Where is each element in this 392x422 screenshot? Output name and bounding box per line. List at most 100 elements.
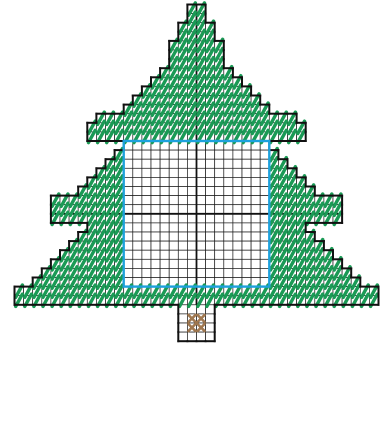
grid-cell: [260, 177, 269, 186]
grid-cell: [197, 214, 206, 223]
grid-cell: [206, 168, 215, 177]
grid-cell: [169, 196, 178, 205]
grid-cell: [242, 150, 251, 159]
grid-cell: [260, 241, 269, 250]
grid-cell: [197, 150, 206, 159]
grid-cell: [187, 196, 196, 205]
grid-cell: [197, 332, 206, 341]
grid-cell: [260, 159, 269, 168]
grid-cell: [242, 250, 251, 259]
grid-cell: [160, 150, 169, 159]
grid-cell: [124, 268, 133, 277]
grid-cell: [233, 214, 242, 223]
grid-cell: [224, 259, 233, 268]
grid-cell: [169, 232, 178, 241]
grid-cell: [169, 250, 178, 259]
grid-cell: [178, 223, 187, 232]
grid-cell: [260, 250, 269, 259]
grid-cell: [151, 196, 160, 205]
grid-cell: [133, 150, 142, 159]
grid-cell: [178, 168, 187, 177]
grid-cell: [187, 259, 196, 268]
grid-cell: [169, 150, 178, 159]
grid-cell: [197, 159, 206, 168]
grid-cell: [169, 259, 178, 268]
grid-cell: [206, 332, 215, 341]
grid-cell: [169, 205, 178, 214]
grid-cell: [242, 268, 251, 277]
grid-cell: [133, 232, 142, 241]
grid-cell: [215, 205, 224, 214]
grid-cell: [178, 268, 187, 277]
grid-cell: [242, 187, 251, 196]
grid-cell: [169, 268, 178, 277]
grid-cell: [233, 168, 242, 177]
grid-cell: [187, 187, 196, 196]
grid-cell: [224, 223, 233, 232]
grid-cell: [242, 223, 251, 232]
grid-cell: [124, 150, 133, 159]
grid-cell: [142, 223, 151, 232]
grid-cell: [251, 214, 260, 223]
grid-cell: [206, 323, 215, 332]
grid-cell: [197, 196, 206, 205]
grid-cell: [160, 232, 169, 241]
grid-cell: [233, 196, 242, 205]
grid-cell: [178, 314, 187, 323]
grid-cell: [215, 250, 224, 259]
grid-cell: [178, 259, 187, 268]
grid-cell: [160, 241, 169, 250]
grid-cell: [233, 187, 242, 196]
grid-cell: [160, 159, 169, 168]
grid-cell: [233, 232, 242, 241]
grid-cell: [206, 223, 215, 232]
grid-cell: [178, 150, 187, 159]
grid-cell: [206, 268, 215, 277]
grid-cell: [124, 223, 133, 232]
grid-cell: [206, 259, 215, 268]
grid-cell: [124, 214, 133, 223]
grid-cell: [187, 268, 196, 277]
grid-cell: [197, 223, 206, 232]
grid-cell: [260, 268, 269, 277]
grid-cell: [206, 187, 215, 196]
grid-cell: [151, 259, 160, 268]
grid-cell: [178, 323, 187, 332]
grid-cell: [142, 250, 151, 259]
grid-cell: [151, 159, 160, 168]
grid-cell: [142, 205, 151, 214]
grid-cell: [215, 177, 224, 186]
grid-cell: [260, 196, 269, 205]
grid-cell: [124, 241, 133, 250]
grid-cell: [178, 241, 187, 250]
grid-cell: [187, 223, 196, 232]
grid-cell: [160, 223, 169, 232]
grid-cell: [178, 177, 187, 186]
grid-cell: [215, 241, 224, 250]
grid-cell: [251, 259, 260, 268]
grid-cell: [215, 223, 224, 232]
grid-cell: [142, 177, 151, 186]
grid-cell: [224, 268, 233, 277]
grid-cell: [206, 150, 215, 159]
grid-cell: [242, 168, 251, 177]
grid-cell: [206, 241, 215, 250]
grid-cell: [133, 250, 142, 259]
grid-cell: [242, 177, 251, 186]
grid-cell: [187, 250, 196, 259]
grid-cell: [224, 241, 233, 250]
grid-cell: [224, 232, 233, 241]
grid-cell: [142, 232, 151, 241]
grid-cell: [169, 168, 178, 177]
grid-cell: [160, 214, 169, 223]
grid-cell: [160, 250, 169, 259]
grid-cell: [224, 159, 233, 168]
grid-cell: [160, 205, 169, 214]
grid-cell: [178, 250, 187, 259]
grid-cell: [151, 241, 160, 250]
grid-cell: [133, 223, 142, 232]
grid-cell: [260, 259, 269, 268]
grid-cell: [197, 250, 206, 259]
grid-cell: [133, 205, 142, 214]
